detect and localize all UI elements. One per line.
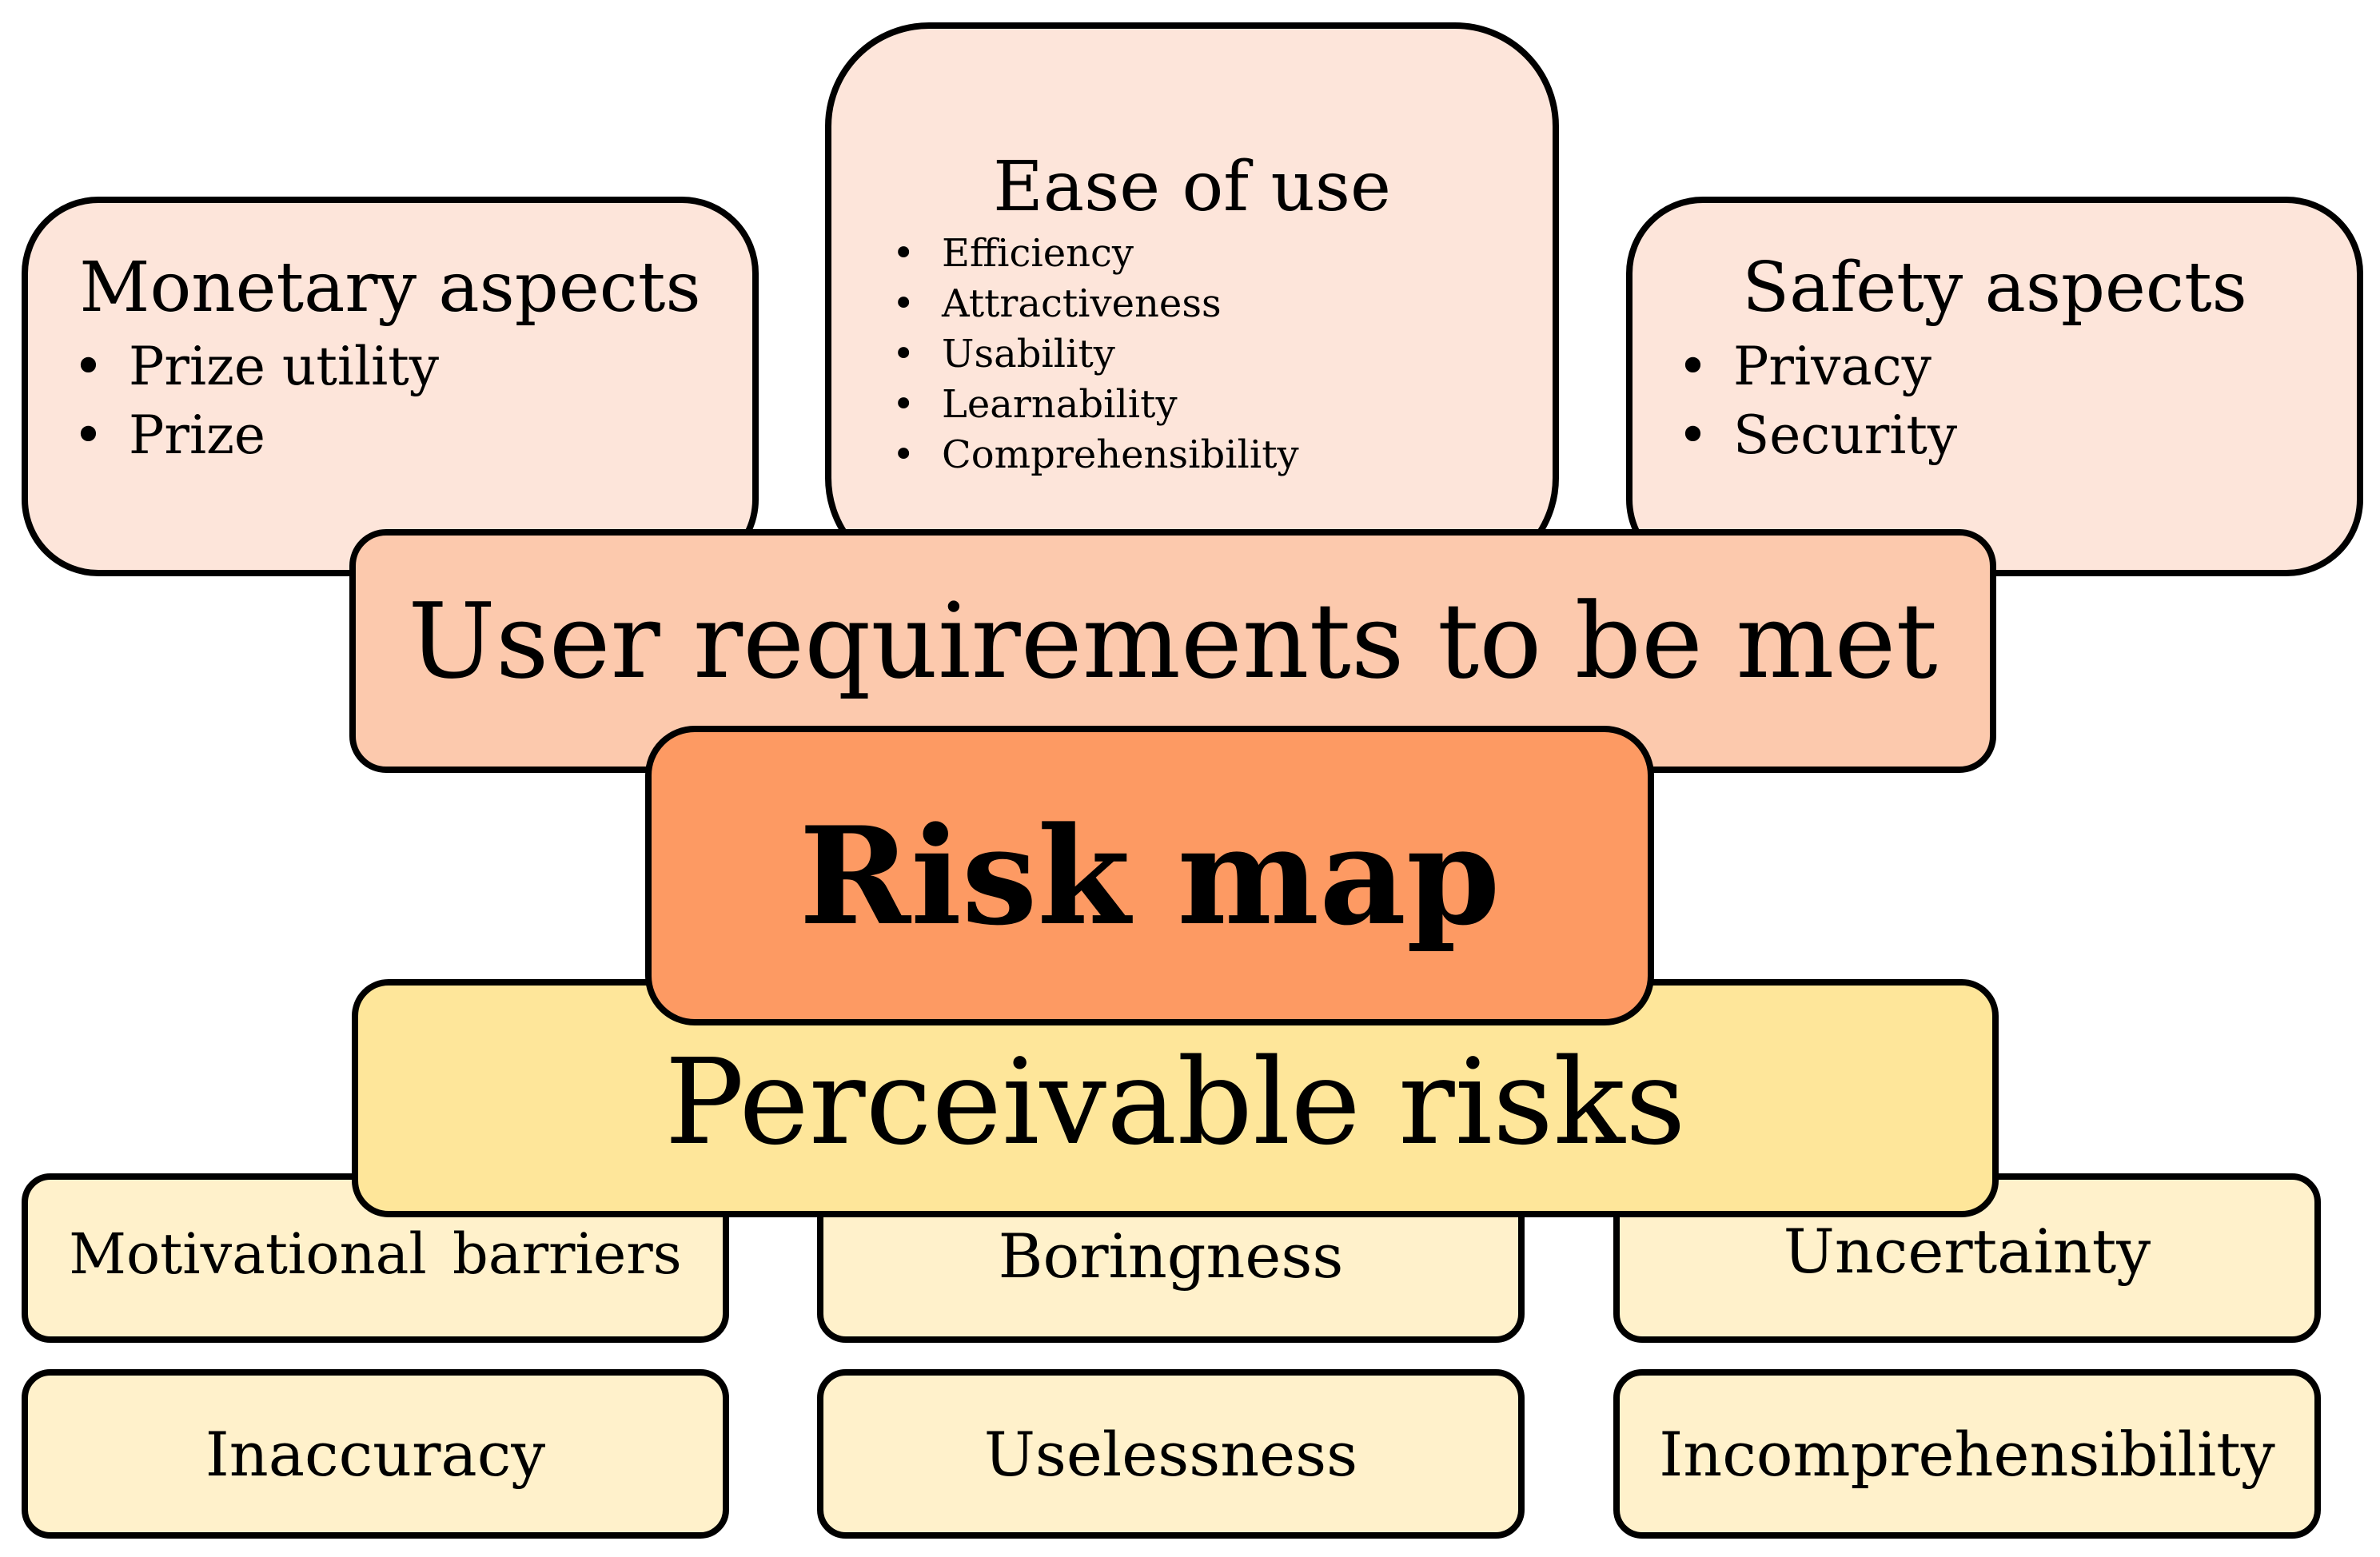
list-item: Usability — [892, 329, 1553, 380]
list-item: Prize — [73, 401, 752, 470]
list-item: Comprehensibility — [892, 430, 1553, 480]
safety-aspects-list: Privacy Security — [1677, 333, 2357, 470]
list-item: Security — [1677, 401, 2357, 470]
perceivable-risks-label: Perceivable risks — [664, 1033, 1686, 1171]
inaccuracy-box: Inaccuracy — [22, 1369, 729, 1539]
uncertainty-label: Uncertainty — [1783, 1216, 2151, 1287]
safety-aspects-title: Safety aspects — [1742, 248, 2247, 328]
safety-aspects-box: Safety aspects Privacy Security — [1626, 197, 2363, 576]
motivational-barriers-label: Motivational barriers — [69, 1221, 682, 1287]
incomprehensibility-label: Incomprehensibility — [1659, 1418, 2275, 1490]
uselessness-box: Uselessness — [817, 1369, 1525, 1539]
monetary-aspects-title: Monetary aspects — [79, 248, 701, 328]
list-item: Privacy — [1677, 333, 2357, 401]
ease-of-use-box: Ease of use Efficiency Attractiveness Us… — [825, 22, 1559, 582]
list-item: Prize utility — [73, 333, 752, 401]
incomprehensibility-box: Incomprehensibility — [1613, 1369, 2321, 1539]
list-item: Efficiency — [892, 229, 1553, 279]
boringness-label: Boringness — [998, 1221, 1344, 1292]
monetary-aspects-box: Monetary aspects Prize utility Prize — [22, 197, 759, 576]
uselessness-label: Uselessness — [983, 1418, 1358, 1490]
monetary-aspects-list: Prize utility Prize — [73, 333, 752, 470]
risk-map-box: Risk map — [645, 726, 1654, 1025]
risk-map-label: Risk map — [799, 796, 1501, 955]
user-requirements-label: User requirements to be met — [408, 579, 1938, 702]
ease-of-use-list: Efficiency Attractiveness Usability Lear… — [892, 229, 1553, 480]
list-item: Attractiveness — [892, 279, 1553, 329]
list-item: Learnability — [892, 380, 1553, 430]
ease-of-use-title: Ease of use — [993, 147, 1391, 227]
inaccuracy-label: Inaccuracy — [205, 1418, 546, 1490]
